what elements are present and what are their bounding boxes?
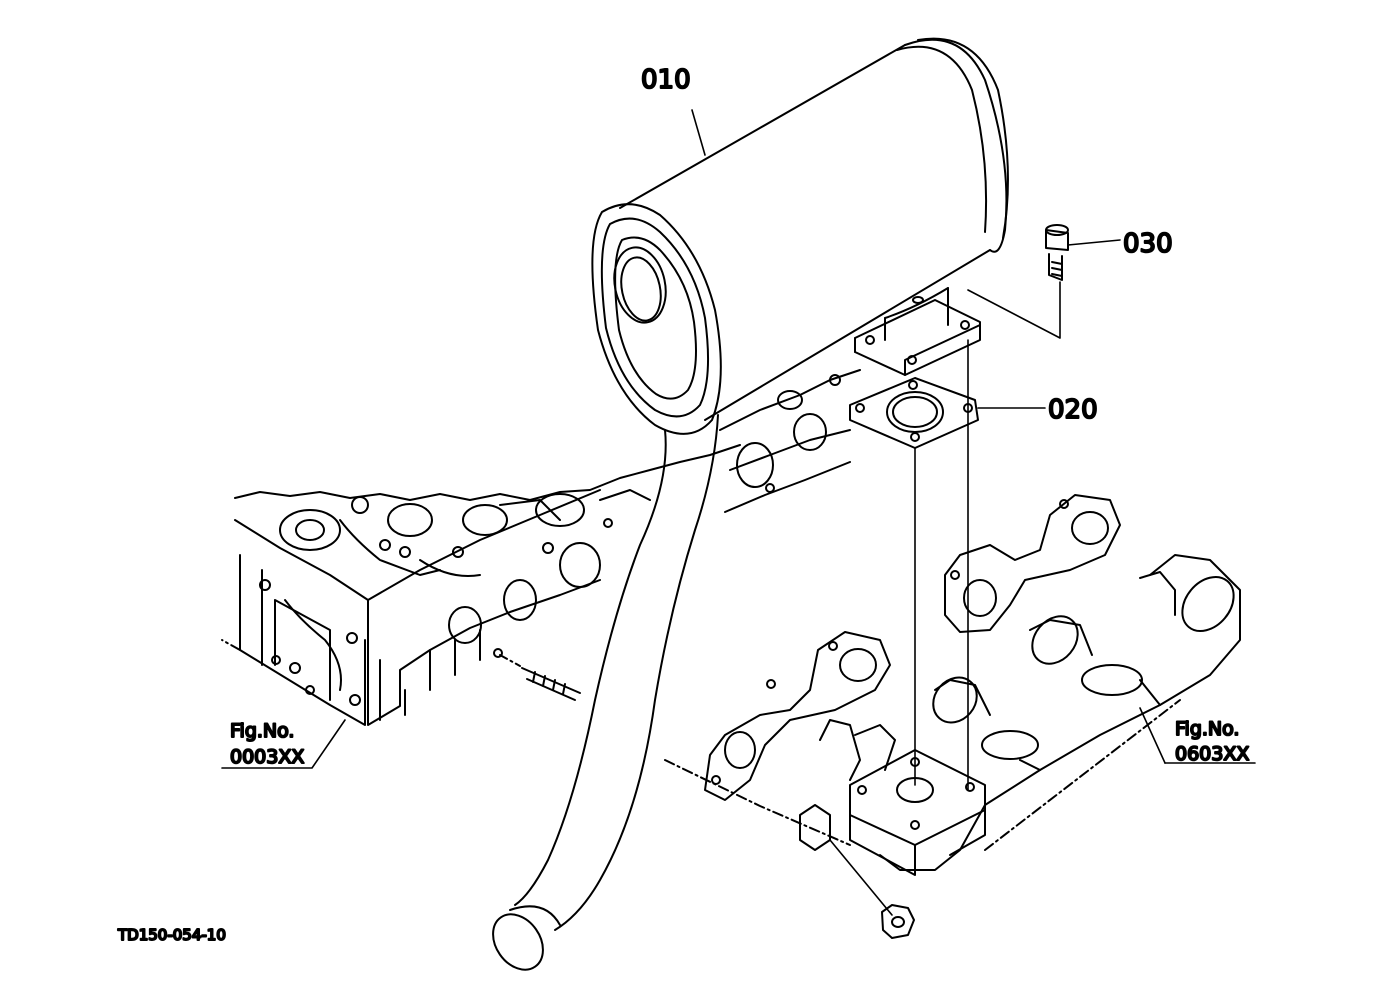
fig-ref-left-title: Fig.No. — [230, 720, 294, 742]
gasket — [849, 377, 979, 449]
muffler — [492, 37, 1009, 971]
callout-010: 010 — [641, 65, 691, 95]
fig-ref-right-number: 0603XX — [1175, 743, 1249, 765]
drawing-code: TD150-054-10 — [117, 926, 226, 944]
cylinder-head — [221, 369, 861, 726]
callout-020: 020 — [1048, 395, 1098, 425]
exhaust-manifold — [664, 494, 1241, 939]
alignment-lines — [221, 109, 1256, 916]
bolt — [1045, 224, 1069, 281]
fig-ref-right-title: Fig.No. — [1175, 718, 1239, 740]
callout-030: 030 — [1123, 229, 1173, 259]
fig-ref-left-number: 0003XX — [230, 746, 304, 768]
